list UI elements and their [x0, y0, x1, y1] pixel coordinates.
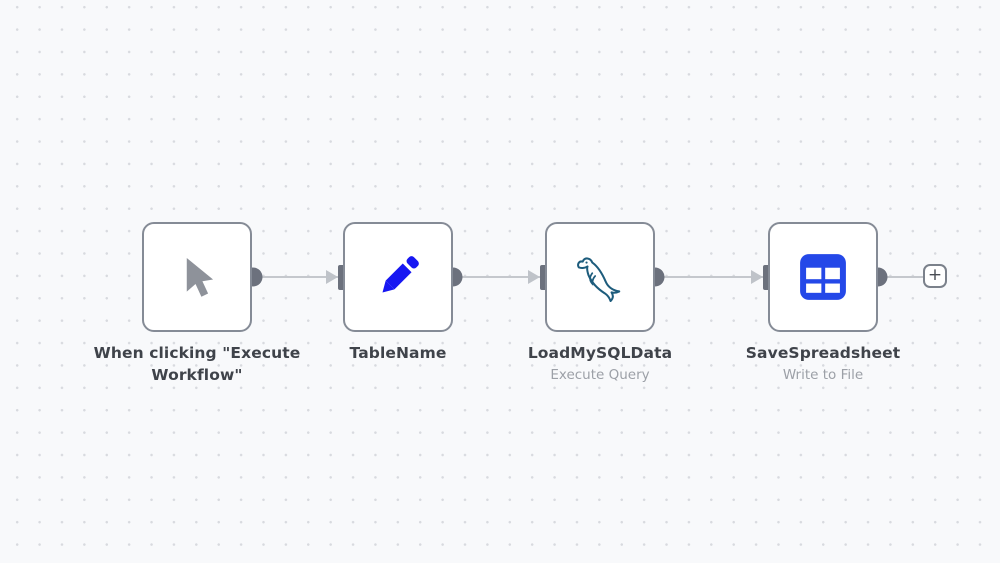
arrowhead-icon: [751, 270, 763, 284]
mysql-dolphin-icon: [577, 257, 621, 302]
node-label: TableName: [349, 344, 447, 362]
node-savespreadsheet[interactable]: [768, 222, 878, 332]
node-label: When clicking "Execute Workflow": [93, 344, 301, 384]
cursor-icon: [186, 258, 214, 297]
arrowhead-icon: [528, 270, 540, 284]
plus-icon: +: [927, 265, 943, 285]
node-subtitle: Execute Query: [550, 367, 650, 383]
node-when-clicking-execute-workflow[interactable]: [142, 222, 252, 332]
node-label: SaveSpreadsheet: [745, 344, 901, 362]
node-loadmysqldata[interactable]: [545, 222, 655, 332]
node-label: LoadMySQLData: [527, 344, 673, 362]
node-tablename[interactable]: [343, 222, 453, 332]
spreadsheet-icon: [800, 254, 846, 300]
node-subtitle: Write to File: [782, 367, 864, 383]
arrowhead-icon: [326, 270, 338, 284]
pencil-icon: [382, 256, 419, 293]
add-node-button[interactable]: +: [923, 264, 947, 288]
